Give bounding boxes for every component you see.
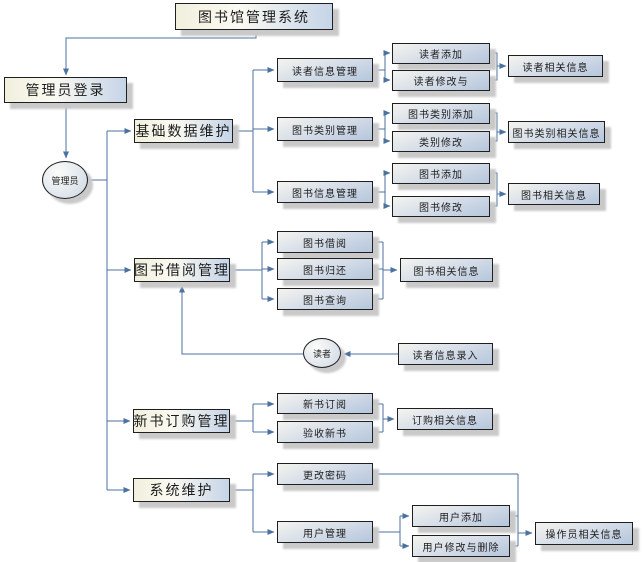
- node-reader-related-info: 读者相关信息: [508, 55, 603, 77]
- connector-reader-info-branches: [373, 50, 507, 83]
- node-book-modify: 图书修改: [392, 196, 490, 217]
- node-book-add: 图书添加: [392, 163, 490, 184]
- node-category-modify: 类别修改: [392, 131, 490, 152]
- node-user-modify-delete: 用户修改与删除: [412, 535, 510, 557]
- node-book-category-related-info: 图书类别相关信息: [508, 121, 605, 143]
- node-new-book-order-mgmt: 新书订购管理: [133, 409, 230, 433]
- connector-system-to-login: [63, 30, 257, 76]
- connector-usermgmt-branches: [373, 513, 410, 549]
- node-change-password: 更改密码: [277, 463, 373, 485]
- node-book-related-info: 图书相关信息: [508, 183, 600, 205]
- node-operator-related-info: 操作员相关信息: [535, 522, 633, 545]
- node-book-borrow: 图书借阅: [277, 231, 373, 253]
- node-reader-modify: 读者修改与: [392, 70, 490, 91]
- connector-reader-feedback: [179, 285, 398, 357]
- connector-admin-trunk: [88, 128, 132, 493]
- node-book-query: 图书查询: [277, 288, 373, 310]
- node-order-related-info: 订购相关信息: [397, 408, 493, 430]
- node-accept-new-books: 验收新书: [277, 421, 373, 443]
- node-borrow-related-info: 图书相关信息: [400, 258, 493, 282]
- connector-book-info-branches: [373, 170, 507, 209]
- connector-borrow-branches: [230, 239, 398, 302]
- node-book-category-add: 图书类别添加: [392, 103, 490, 124]
- node-admin-actor: 管理员: [42, 161, 88, 199]
- node-reader-actor: 读者: [303, 338, 341, 368]
- node-system-title: 图书馆管理系统: [175, 3, 333, 30]
- connector-newbook-branches: [230, 401, 395, 435]
- node-user-mgmt: 用户管理: [277, 521, 373, 543]
- node-reader-info-mgmt: 读者信息管理: [277, 58, 373, 82]
- node-reader-info-entry: 读者信息录入: [398, 343, 493, 365]
- node-reader-add: 读者添加: [392, 43, 490, 64]
- node-borrow-mgmt: 图书借阅管理: [134, 258, 230, 282]
- node-new-book-subscribe: 新书订阅: [277, 393, 373, 414]
- node-book-category-mgmt: 图书类别管理: [277, 117, 373, 141]
- node-base-data-maintenance: 基础数据维护: [134, 119, 233, 143]
- node-system-maintenance: 系统维护: [133, 478, 230, 502]
- connector-sysmaint-branches: [230, 471, 275, 535]
- node-user-add: 用户添加: [412, 505, 510, 527]
- connector-book-category-branches: [373, 110, 507, 144]
- connector-basedata-branches: [233, 67, 275, 195]
- node-admin-login: 管理员登录: [4, 77, 127, 103]
- node-book-info-mgmt: 图书信息管理: [277, 181, 373, 203]
- connector-operator-merge: [373, 473, 533, 547]
- node-book-return: 图书归还: [277, 258, 373, 280]
